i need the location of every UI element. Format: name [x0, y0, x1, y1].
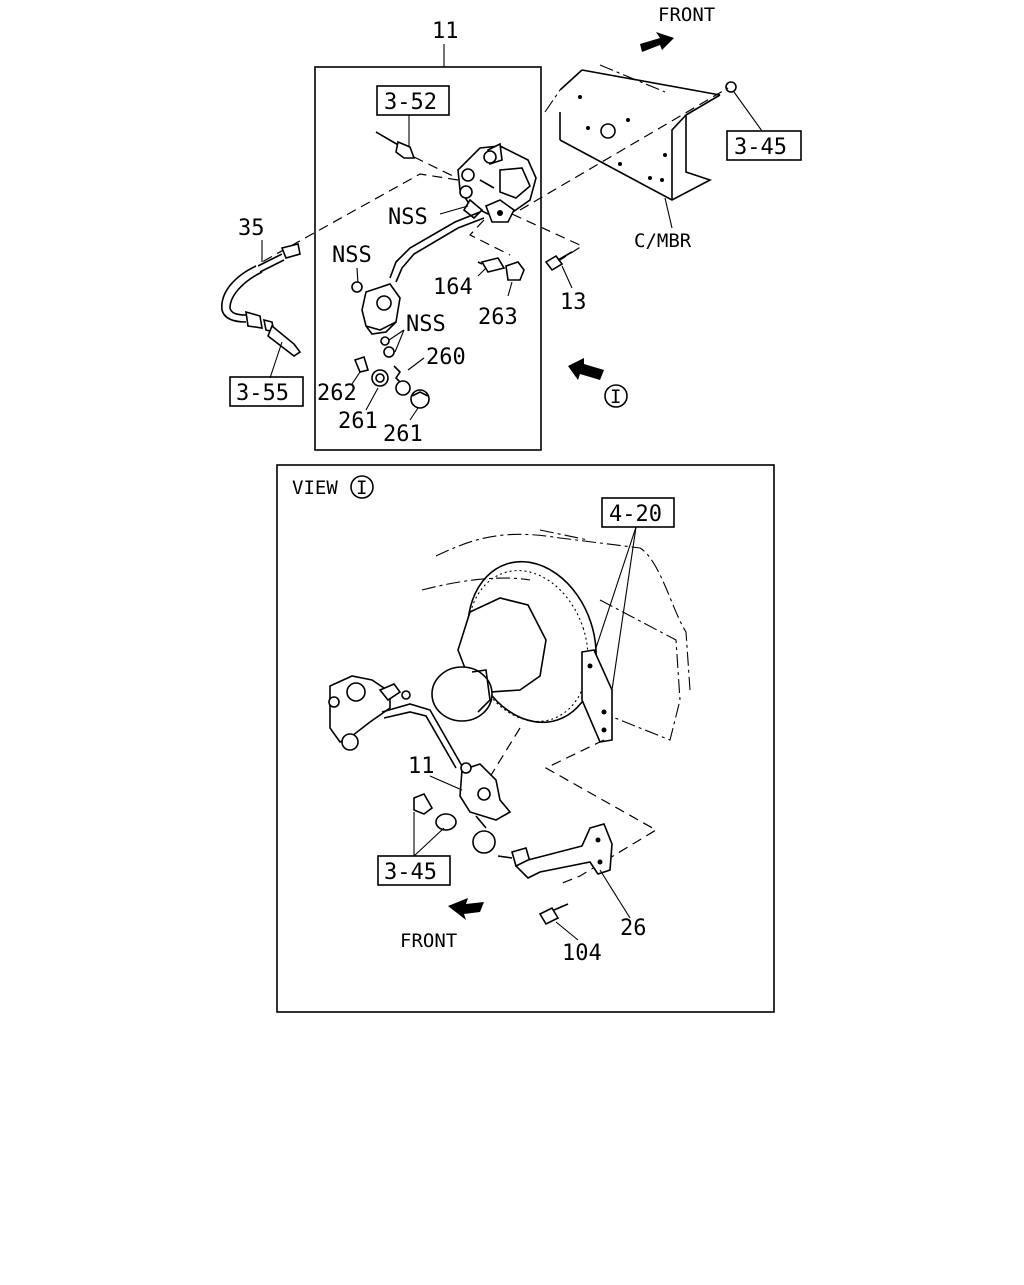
ref-box-3-52 [376, 85, 450, 116]
bushing-view-icon [472, 830, 496, 854]
bracket-4-20 [581, 649, 613, 743]
bushing-view-b-icon [413, 792, 434, 815]
air-hose-35 [221, 243, 302, 357]
link-rod-view [381, 703, 463, 767]
pin-262-icon [353, 355, 370, 373]
crossmember [544, 64, 721, 201]
bushing-261b-icon [410, 389, 430, 409]
spring-view [475, 815, 487, 829]
part-261a: 261 [338, 409, 378, 434]
part-11-view: 11 [408, 754, 435, 779]
dash-line-hose [261, 173, 459, 263]
view-title-circle [350, 475, 374, 499]
part-104: 104 [562, 941, 602, 966]
part-263: 263 [478, 305, 518, 330]
link-rod [389, 211, 485, 283]
bolt-104-icon [538, 903, 569, 926]
leader-3-55 [269, 341, 283, 379]
bolt-3-52-icon [375, 131, 416, 159]
spring-link-icon [393, 365, 411, 396]
part-26: 26 [620, 916, 647, 941]
dash-line-view-2 [487, 727, 521, 781]
leader-11-view [429, 775, 463, 791]
leader-nss-c-1 [388, 329, 405, 341]
nut-nss-b-icon [351, 281, 363, 293]
ref-4-20: 4-20 [609, 502, 662, 527]
cap-263-icon [505, 261, 525, 281]
leader-164 [477, 267, 487, 277]
leader-cmbr [664, 197, 673, 229]
leader-13 [561, 265, 573, 289]
callout-11: 11 [432, 19, 459, 44]
arm-11-view [459, 762, 512, 821]
arm-bracket [361, 283, 401, 335]
dash-line-3-52 [413, 156, 456, 178]
ref-box-3-55 [229, 376, 304, 407]
part-164: 164 [433, 275, 473, 300]
leader-4-20-a [591, 526, 637, 661]
fitting-164-icon [477, 257, 506, 273]
ref-3-55: 3-55 [236, 381, 289, 406]
leader-260 [407, 357, 425, 371]
view-marker-circle [604, 384, 628, 408]
bushing-261a-icon [371, 369, 389, 387]
washer-view-icon [435, 813, 457, 831]
view-marker-upper: I [610, 386, 621, 408]
part-35: 35 [238, 216, 265, 241]
view-direction-arrow-icon [568, 358, 604, 380]
leader-nss-c-2 [394, 329, 405, 353]
nut-nss-c1-icon [380, 336, 390, 346]
nut-nss-c2-icon [383, 346, 395, 358]
dash-line-13 [511, 213, 584, 261]
ref-3-45-upper: 3-45 [734, 135, 787, 160]
nss-a-label: NSS [388, 205, 428, 230]
ref-box-4-20 [601, 497, 675, 528]
leader-261a [365, 387, 379, 411]
part-261b: 261 [383, 422, 423, 447]
front-arrow-icon [640, 32, 674, 52]
view-i-frame [276, 464, 775, 1013]
cmbr-label: C/MBR [634, 230, 692, 252]
leader-3-45-view-b [413, 827, 445, 857]
leader-104 [555, 921, 579, 941]
leader-261b [409, 407, 419, 421]
assembly-box-11 [314, 66, 542, 451]
view-title-marker: I [356, 477, 367, 499]
ref-box-3-45-view [377, 855, 451, 886]
nss-b-label: NSS [332, 243, 372, 268]
bolt-13-icon [544, 251, 573, 272]
part-260: 260 [426, 345, 466, 370]
leader-3-45-upper [733, 91, 763, 132]
leader-nss-a [439, 205, 469, 215]
front-label-view: FRONT [400, 930, 457, 952]
leader-4-20-b [611, 526, 637, 691]
leveling-valve-assembly [457, 142, 537, 223]
front-label: FRONT [658, 4, 715, 26]
front-arrow-view-icon [448, 898, 484, 920]
dash-line-164 [469, 219, 511, 256]
part-13: 13 [560, 290, 587, 315]
leader-262 [351, 371, 361, 385]
leader-26 [599, 869, 631, 919]
nss-c-label: NSS [406, 312, 446, 337]
transmission-housing [421, 529, 691, 741]
ref-3-52: 3-52 [384, 90, 437, 115]
bracket-26 [514, 823, 613, 879]
part-262: 262 [317, 381, 357, 406]
ref-box-3-45-upper [726, 130, 802, 161]
dash-line-nut [519, 87, 729, 211]
leader-263 [507, 281, 513, 297]
nut-3-45-icon [725, 81, 737, 93]
view-title: VIEW [292, 477, 338, 499]
link-rod-view-b [383, 711, 457, 769]
leveling-valve-view [328, 675, 411, 751]
ref-3-45-view: 3-45 [384, 860, 437, 885]
